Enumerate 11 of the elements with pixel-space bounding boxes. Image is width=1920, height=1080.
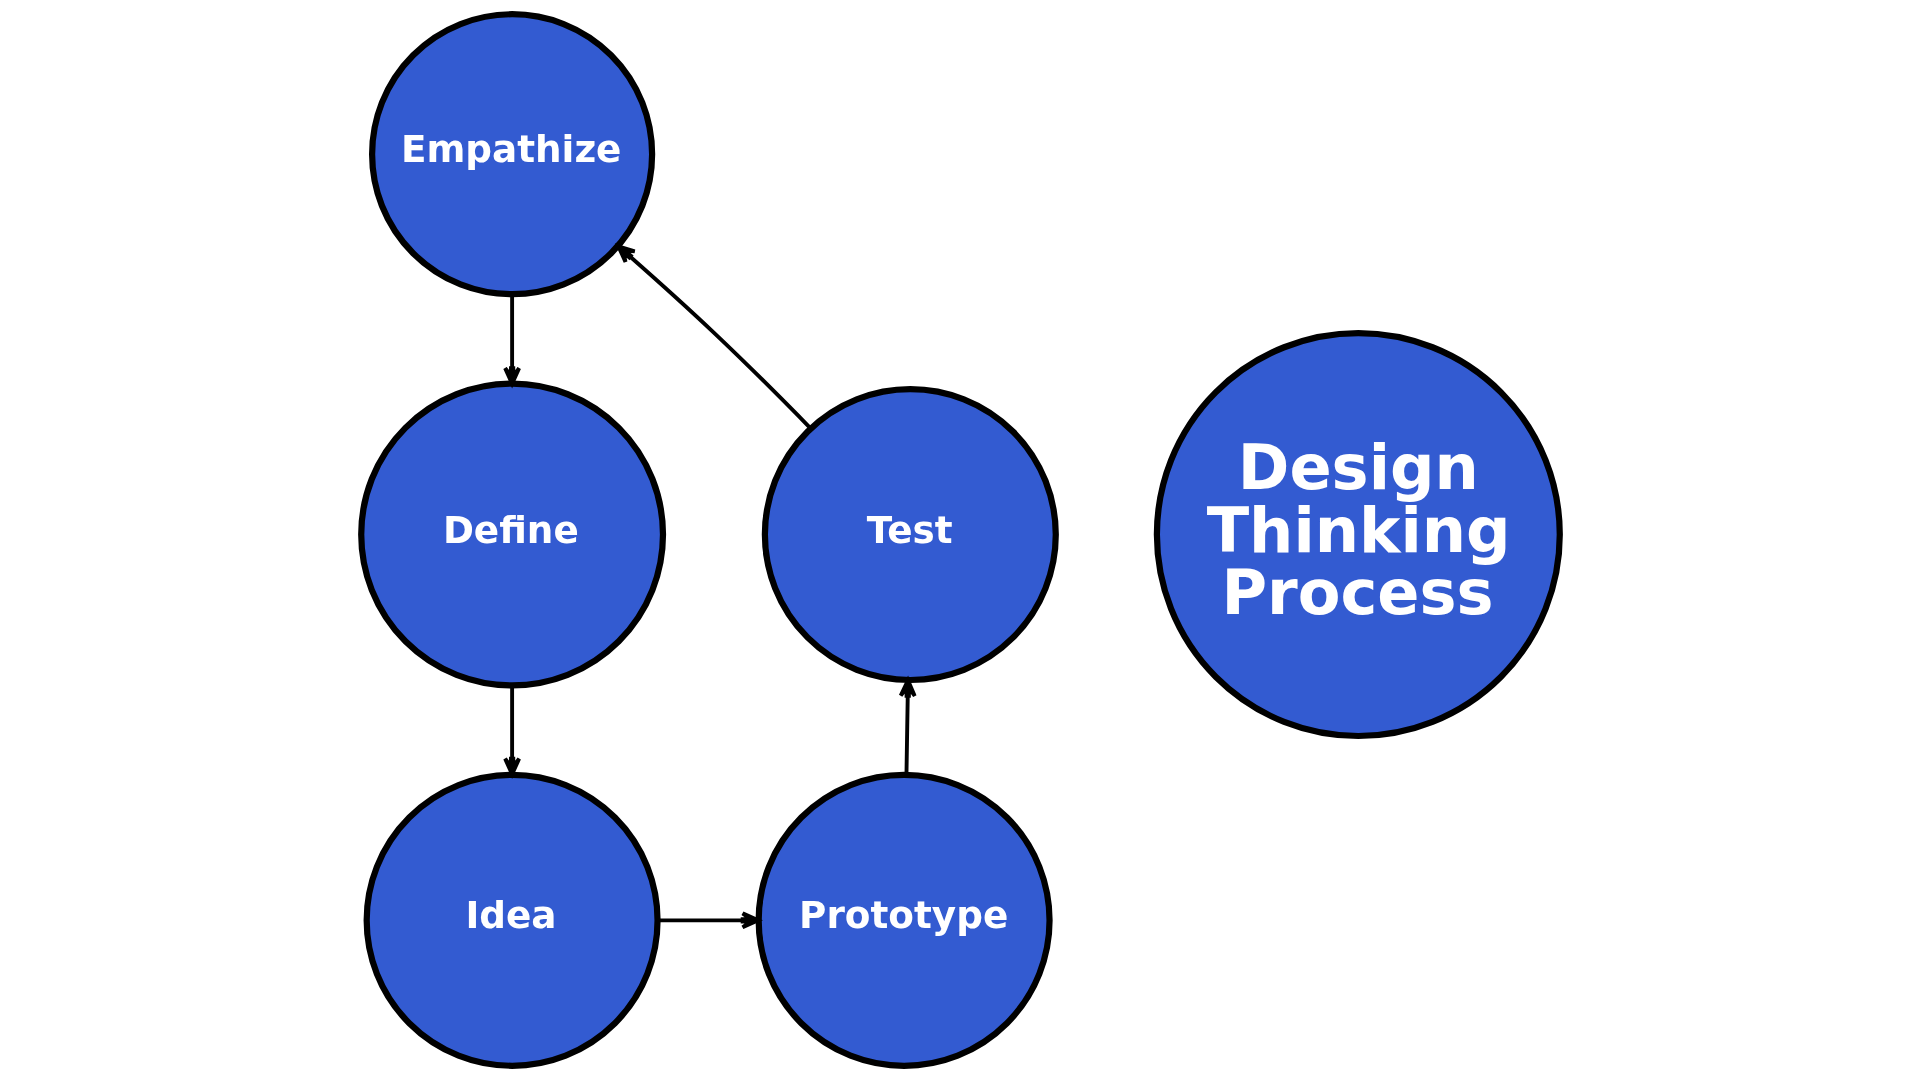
node-circle: Empathize (368, 11, 655, 298)
arrow (657, 911, 760, 930)
arrow (615, 244, 812, 430)
node-circle: Idea (363, 771, 661, 1069)
node-circle: Prototype (755, 771, 1053, 1069)
node-circle: Design Thinking Process (1153, 330, 1563, 740)
arrow (898, 678, 917, 775)
arrow (502, 294, 521, 386)
node-circle: Define (357, 380, 666, 689)
node-circle: Test (761, 386, 1059, 684)
arrow (502, 685, 521, 777)
